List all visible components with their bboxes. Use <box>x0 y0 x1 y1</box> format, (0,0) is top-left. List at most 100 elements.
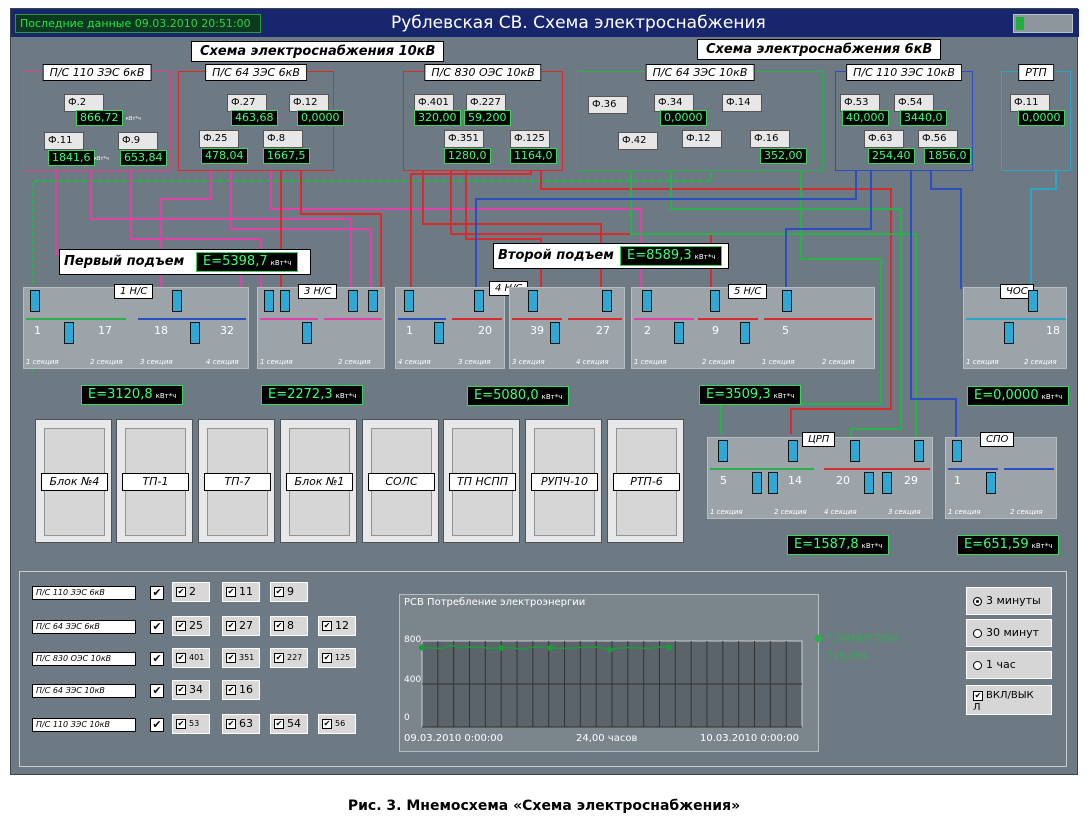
feeder-toggle[interactable]: ✔8 <box>270 616 308 636</box>
feeder-toggle[interactable]: ✔125 <box>318 648 356 668</box>
feeder-f12b[interactable]: Ф.12 <box>682 130 722 148</box>
row-checkbox[interactable]: ✔ <box>150 718 164 732</box>
radio-3-minutes[interactable]: 3 минуты <box>966 587 1052 615</box>
breaker[interactable] <box>882 472 892 494</box>
breaker[interactable] <box>642 290 652 312</box>
crp-station[interactable]: ЦРП 5 14 20 29 1 секция 2 секция 4 секци… <box>707 432 933 519</box>
feeder-toggle[interactable]: ✔25 <box>172 616 210 636</box>
feeder-f351[interactable]: Ф.351 <box>444 130 484 148</box>
pump-station-4a[interactable]: 1 20 4 секция 3 секция <box>395 287 505 369</box>
row-checkbox[interactable]: ✔ <box>150 684 164 698</box>
feeder-toggle[interactable]: ✔56 <box>318 714 356 734</box>
breaker[interactable] <box>550 322 560 344</box>
breaker[interactable] <box>740 322 750 344</box>
block-rupch10[interactable]: РУПЧ-10 <box>525 419 602 543</box>
feeder-f125[interactable]: Ф.125 <box>510 130 550 148</box>
pump-station-3[interactable]: 3 Н/С 1 секция 2 секция <box>257 284 385 369</box>
breaker[interactable] <box>850 440 860 462</box>
feeder-toggle[interactable]: ✔351 <box>222 648 260 668</box>
breaker[interactable] <box>1028 290 1038 312</box>
feeder-toggle[interactable]: ✔11 <box>222 582 260 602</box>
feeder-toggle[interactable]: ✔16 <box>222 680 260 700</box>
breaker[interactable] <box>348 290 358 312</box>
feeder-f16[interactable]: Ф.16 <box>750 130 790 148</box>
block-rtp6[interactable]: РТП-6 <box>607 419 684 543</box>
data-point <box>498 644 505 651</box>
breaker[interactable] <box>602 290 612 312</box>
bus-blue <box>398 318 446 320</box>
breaker[interactable] <box>768 472 778 494</box>
feeder-toggle[interactable]: ✔54 <box>270 714 308 734</box>
block-tp-nspp[interactable]: ТП НСПП <box>443 419 520 543</box>
row-checkbox[interactable]: ✔ <box>150 652 164 666</box>
feeder-toggle[interactable]: ✔34 <box>172 680 210 700</box>
feeder-f63[interactable]: Ф.63 <box>864 130 904 148</box>
feeder-f25[interactable]: Ф.25 <box>199 130 239 148</box>
breaker[interactable] <box>674 322 684 344</box>
row-label: П/С 64 ЗЭС 6кВ <box>32 620 136 634</box>
chart-plot <box>419 640 803 728</box>
block-4[interactable]: Блок №4 <box>35 419 112 543</box>
breaker[interactable] <box>718 440 728 462</box>
breaker[interactable] <box>986 472 996 494</box>
block-tp1[interactable]: ТП-1 <box>116 419 193 543</box>
breaker[interactable] <box>404 290 414 312</box>
block-sols[interactable]: СОЛС <box>362 419 439 543</box>
pump-station-5[interactable]: 5 Н/С 2 9 5 1 секция 2 секция 1 секция 2… <box>631 284 875 369</box>
feeder-f56[interactable]: Ф.56 <box>918 130 958 148</box>
radio-label: 1 час <box>986 658 1016 671</box>
feeder-toggle[interactable]: ✔2 <box>172 582 210 602</box>
toggle-label: 11 <box>239 585 253 598</box>
radio-1-hour[interactable]: 1 час <box>966 651 1052 679</box>
radio-30-minutes[interactable]: 30 минут <box>966 619 1052 647</box>
breaker[interactable] <box>30 290 40 312</box>
breaker[interactable] <box>368 290 378 312</box>
breaker[interactable] <box>434 322 444 344</box>
feeder-toggle[interactable]: ✔12 <box>318 616 356 636</box>
feeder-f401[interactable]: Ф.401 <box>414 94 454 112</box>
consumption-chart[interactable]: РСВ Потребление электроэнергии 800 400 0… <box>399 594 898 752</box>
breaker[interactable] <box>710 290 720 312</box>
breaker[interactable] <box>190 322 200 344</box>
row-checkbox[interactable]: ✔ <box>150 620 164 634</box>
row-checkbox[interactable]: ✔ <box>150 586 164 600</box>
feeder-f11[interactable]: Ф.11 <box>44 132 84 150</box>
breaker[interactable] <box>788 440 798 462</box>
pump-station-1[interactable]: 1 Н/С 1 17 18 32 1 секция 2 секция 3 сек… <box>23 284 249 369</box>
feeder-toggle[interactable]: ✔63 <box>222 714 260 734</box>
feeder-f8[interactable]: Ф.8 <box>263 130 303 148</box>
feeder-f42[interactable]: Ф.42 <box>618 132 658 150</box>
block-tp7[interactable]: ТП-7 <box>198 419 275 543</box>
breaker[interactable] <box>914 440 924 462</box>
toggle-onoff[interactable]: ✔ВКЛ/ВЫК Л <box>966 685 1052 715</box>
breaker[interactable] <box>264 290 274 312</box>
breaker[interactable] <box>172 290 182 312</box>
breaker[interactable] <box>782 290 792 312</box>
breaker[interactable] <box>64 322 74 344</box>
breaker[interactable] <box>302 322 312 344</box>
breaker[interactable] <box>864 472 874 494</box>
breaker[interactable] <box>952 440 962 462</box>
feeder-f9[interactable]: Ф.9 <box>118 132 158 150</box>
status-control[interactable] <box>1013 14 1073 33</box>
data-point <box>606 646 613 653</box>
breaker[interactable] <box>528 290 538 312</box>
feeder-toggle[interactable]: ✔401 <box>172 648 210 668</box>
breaker[interactable] <box>280 290 290 312</box>
pump-station-4b[interactable]: 39 27 3 секция 4 секция <box>509 287 625 369</box>
breaker[interactable] <box>1004 322 1014 344</box>
feeder-toggle[interactable]: ✔53 <box>172 714 210 734</box>
feeder-f36[interactable]: Ф.36 <box>588 96 628 114</box>
spo-station[interactable]: СПО 1 1 секция 2 секция <box>945 432 1057 519</box>
feeder-toggle[interactable]: ✔27 <box>222 616 260 636</box>
pump-station-chos[interactable]: ЧОС 18 1 секция 2 секция <box>963 284 1067 369</box>
breaker[interactable] <box>752 472 762 494</box>
feeder-toggle[interactable]: ✔227 <box>270 648 308 668</box>
block-1[interactable]: Блок №1 <box>280 419 357 543</box>
breaker[interactable] <box>474 290 484 312</box>
block-label: СОЛС <box>368 473 435 491</box>
feeder-toggle[interactable]: ✔9 <box>270 582 308 602</box>
feeder-f14[interactable]: Ф.14 <box>722 94 762 112</box>
